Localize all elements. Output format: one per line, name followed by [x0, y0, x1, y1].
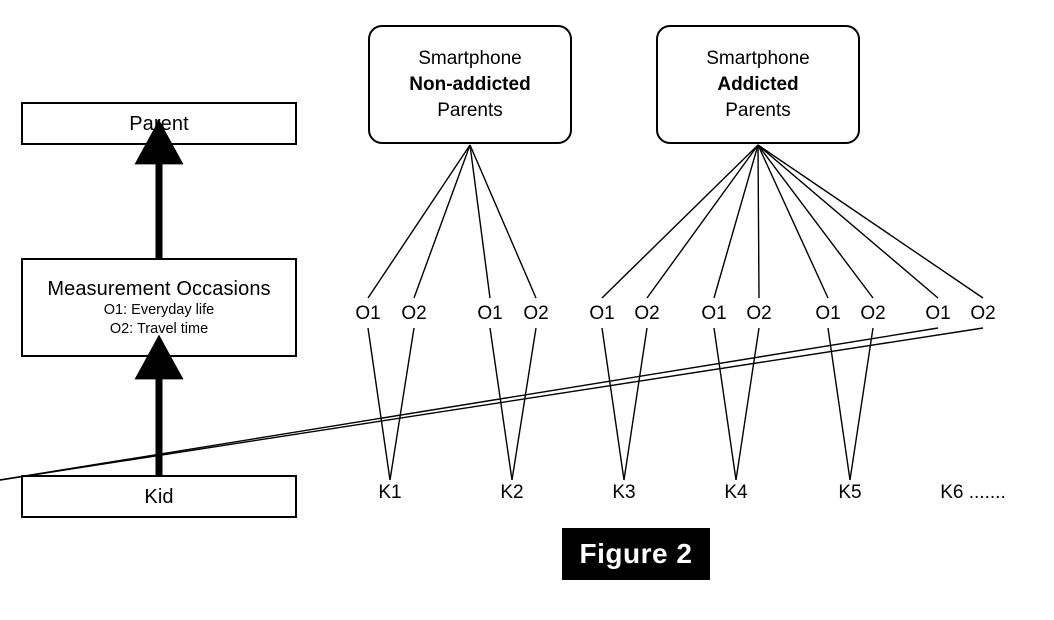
legend-kid-title: Kid [144, 485, 174, 508]
group-box-addicted: Smartphone Addicted Parents [656, 25, 860, 144]
occasion-label-addicted-o1-4: O1 [589, 303, 615, 324]
edge-occasion-9-to-kid-k5 [849, 327, 874, 481]
group-addicted-line1: Smartphone [706, 47, 810, 69]
group-addicted-line2: Addicted [717, 73, 799, 95]
group-box-non-addicted: Smartphone Non-addicted Parents [368, 25, 572, 144]
edge-group-addicted-to-occasion-7 [757, 144, 760, 299]
kid-label-3: K4 [724, 482, 748, 503]
legend-measurement-sub-o2: O2: Travel time [109, 320, 209, 337]
occasion-label-non-addicted-o1-2: O1 [477, 303, 503, 324]
legend-measurement-sub-o1: O1: Everyday life [103, 301, 215, 318]
occasion-label-addicted-o1-10: O1 [925, 303, 951, 324]
kid-label-2: K3 [612, 482, 636, 503]
occasion-label-non-addicted-o2-3: O2 [523, 303, 549, 324]
legend-box-measurement-occasions: Measurement Occasions O1: Everyday life … [21, 258, 297, 357]
occasion-label-addicted-o2-9: O2 [860, 303, 886, 324]
edge-occasion-8-to-kid-k5 [827, 327, 851, 481]
edge-occasion-6-to-kid-k4 [713, 327, 737, 481]
legend-box-kid: Kid [21, 475, 297, 518]
edge-occasion-2-to-kid-k2 [489, 327, 513, 481]
group-nonaddicted-line1: Smartphone [418, 47, 522, 69]
occasion-label-addicted-o1-6: O1 [701, 303, 727, 324]
edge-occasion-7-to-kid-k4 [735, 327, 760, 481]
legend-measurement-title: Measurement Occasions [47, 277, 271, 300]
occasion-label-addicted-o1-8: O1 [815, 303, 841, 324]
edge-group-addicted-to-occasion-9 [757, 144, 874, 299]
edge-occasion-4-to-kid-k3 [601, 327, 625, 481]
edge-occasion-0-to-kid-k1 [367, 327, 391, 481]
group-nonaddicted-line2: Non-addicted [409, 73, 531, 95]
figure-caption: Figure 2 [562, 528, 710, 580]
occasion-label-non-addicted-o2-1: O2 [401, 303, 427, 324]
group-addicted-line3: Parents [725, 99, 791, 121]
edge-group-non-addicted-to-occasion-0 [367, 144, 471, 299]
kid-label-4: K5 [838, 482, 862, 503]
occasion-label-addicted-o2-7: O2 [746, 303, 772, 324]
edge-group-addicted-to-occasion-8 [757, 144, 829, 299]
edge-group-addicted-to-occasion-5 [646, 144, 759, 299]
edge-group-non-addicted-to-occasion-2 [469, 144, 491, 299]
legend-box-parent: Parent [21, 102, 297, 145]
edge-group-addicted-to-occasion-6 [713, 144, 759, 299]
edge-group-addicted-to-occasion-10 [757, 144, 939, 299]
legend-parent-title: Parent [129, 112, 189, 135]
occasion-label-addicted-o2-11: O2 [970, 303, 996, 324]
edge-occasion-3-to-kid-k2 [511, 327, 537, 481]
kid-label-0: K1 [378, 482, 402, 503]
occasion-label-non-addicted-o1-0: O1 [355, 303, 381, 324]
edge-group-addicted-to-occasion-4 [601, 144, 759, 299]
edge-group-non-addicted-to-occasion-1 [413, 144, 471, 299]
edge-group-addicted-to-occasion-11 [757, 144, 984, 299]
group-nonaddicted-line3: Parents [437, 99, 503, 121]
edge-occasion-5-to-kid-k3 [623, 327, 648, 481]
kid-label-1: K2 [500, 482, 524, 503]
edge-group-non-addicted-to-occasion-3 [469, 144, 537, 299]
edge-occasion-1-to-kid-k1 [389, 327, 415, 481]
occasion-label-addicted-o2-5: O2 [634, 303, 660, 324]
kid-label-5: K6 ....... [940, 482, 1006, 503]
